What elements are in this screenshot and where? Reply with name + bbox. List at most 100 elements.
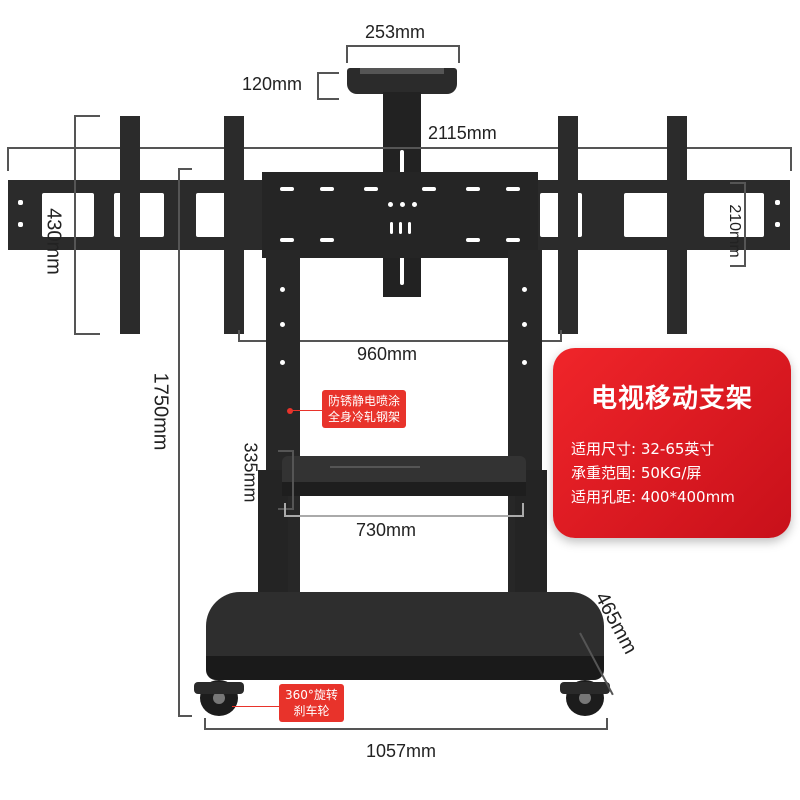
bracket-spacing-label: 960mm <box>357 344 418 364</box>
rail-hole <box>18 200 23 205</box>
base-front <box>206 656 604 680</box>
total-height-tick-top <box>178 168 192 170</box>
bracket-spacing-tick-right <box>560 330 562 342</box>
top-height-tick-bottom <box>317 98 339 100</box>
plate-slot <box>320 187 334 191</box>
plate-bar <box>390 222 393 234</box>
spec-row-vesa-label: 适用孔距: <box>571 488 641 506</box>
top-height-tick-top <box>317 72 339 74</box>
center-plate <box>262 172 538 258</box>
plate-height-line <box>74 115 76 334</box>
plate-slot <box>280 187 294 191</box>
plate-inner-label: 210mm <box>726 204 743 258</box>
vesa-bracket-4 <box>667 116 687 334</box>
coating-tag-line1: 防锈静电喷涂 <box>328 394 401 408</box>
rail-window-5 <box>624 193 672 237</box>
total-height-tick-bottom <box>178 715 192 717</box>
spec-row-load: 承重范围: 50KG/屏 <box>571 462 701 483</box>
upright-hole <box>522 322 527 327</box>
camera-tray-rim <box>360 68 444 74</box>
top-height-line <box>317 72 319 100</box>
spec-row-load-label: 承重范围: <box>571 464 641 482</box>
upright-hole <box>522 287 527 292</box>
vesa-bracket-1 <box>120 116 140 334</box>
plate-inner-line <box>744 182 746 266</box>
rail-hole <box>775 200 780 205</box>
wheel-front-right-hub <box>579 692 591 704</box>
spec-row-size: 适用尺寸: 32-65英寸 <box>571 438 714 459</box>
caster-right <box>560 682 610 694</box>
total-width-line <box>8 147 790 149</box>
total-height-label: 1750mm <box>149 372 172 451</box>
plate-bar <box>408 222 411 234</box>
wheel-pointer-line <box>232 706 280 707</box>
mast-slot-lower <box>400 255 404 285</box>
wheel-tag-line1: 360°旋转 <box>285 688 338 702</box>
spec-card-title: 电视移动支架 <box>590 384 753 414</box>
base-width-tick-left <box>204 718 206 730</box>
rail-window-6 <box>704 193 764 237</box>
spec-row-size-value: 32-65英寸 <box>640 440 715 458</box>
plate-dot <box>412 202 417 207</box>
spec-row-vesa: 适用孔距: 400*400mm <box>571 486 735 507</box>
coating-tag-line2: 全身冷轧钢架 <box>328 410 401 424</box>
upright-hole <box>280 360 285 365</box>
total-height-line <box>178 168 180 716</box>
mast-slot-upper <box>400 150 404 180</box>
vesa-bracket-2 <box>224 116 244 334</box>
plate-dot <box>388 202 393 207</box>
top-width-tick-right <box>458 45 460 63</box>
coating-pointer-line <box>292 410 322 411</box>
plate-inner-tick-bottom <box>730 265 746 267</box>
top-width-tick-left <box>346 45 348 63</box>
shelf-width-line <box>284 515 524 517</box>
shelf-spacing-tick-bottom <box>278 508 294 510</box>
base-width-line <box>205 728 607 730</box>
shelf-groove <box>330 466 420 468</box>
rail-hole <box>775 222 780 227</box>
rail-window-1 <box>42 193 94 237</box>
base-width-label: 1057mm <box>366 741 437 761</box>
total-width-tick-right <box>790 147 792 171</box>
wheel-tag-line2: 刹车轮 <box>293 704 330 718</box>
wheel-tag: 360°旋转 刹车轮 <box>279 684 344 722</box>
spec-row-size-label: 适用尺寸: <box>571 440 641 458</box>
plate-dot <box>400 202 405 207</box>
spec-row-load-value: 50KG/屏 <box>640 464 702 482</box>
plate-inner-tick-top <box>730 182 746 184</box>
base-width-tick-right <box>606 718 608 730</box>
bracket-spacing-tick-left <box>238 330 240 342</box>
spec-card: 电视移动支架 适用尺寸: 32-65英寸 承重范围: 50KG/屏 适用孔距: … <box>553 348 791 538</box>
plate-height-tick-bottom <box>74 333 100 335</box>
upright-hole <box>280 287 285 292</box>
top-width-label: 253mm <box>365 22 426 42</box>
plate-slot <box>506 187 520 191</box>
shelf-width-tick-left <box>284 503 286 517</box>
coating-pointer-dot <box>287 408 293 414</box>
upright-hole <box>280 322 285 327</box>
plate-slot <box>364 187 378 191</box>
plate-slot <box>466 187 480 191</box>
shelf-spacing-tick-top <box>278 450 294 452</box>
plate-slot <box>466 238 480 242</box>
bracket-spacing-line <box>238 340 562 342</box>
plate-height-label: 430mm <box>42 208 65 275</box>
plate-height-tick-top <box>74 115 100 117</box>
wheel-front-left-hub <box>213 692 225 704</box>
vesa-bracket-3 <box>558 116 578 334</box>
rail-hole <box>18 222 23 227</box>
top-width-line <box>347 45 459 47</box>
top-height-label: 120mm <box>242 74 303 94</box>
spec-row-vesa-value: 400*400mm <box>640 488 735 506</box>
plate-slot <box>506 238 520 242</box>
shelf-front <box>282 482 526 496</box>
shelf-spacing-label: 335mm <box>240 442 261 503</box>
plate-slot <box>422 187 436 191</box>
plate-slot <box>280 238 294 242</box>
caster-left <box>194 682 244 694</box>
coating-tag: 防锈静电喷涂 全身冷轧钢架 <box>322 390 407 428</box>
upright-hole <box>522 360 527 365</box>
shelf-width-tick-right <box>522 503 524 517</box>
plate-slot <box>320 238 334 242</box>
shelf-spacing-line <box>292 450 294 510</box>
